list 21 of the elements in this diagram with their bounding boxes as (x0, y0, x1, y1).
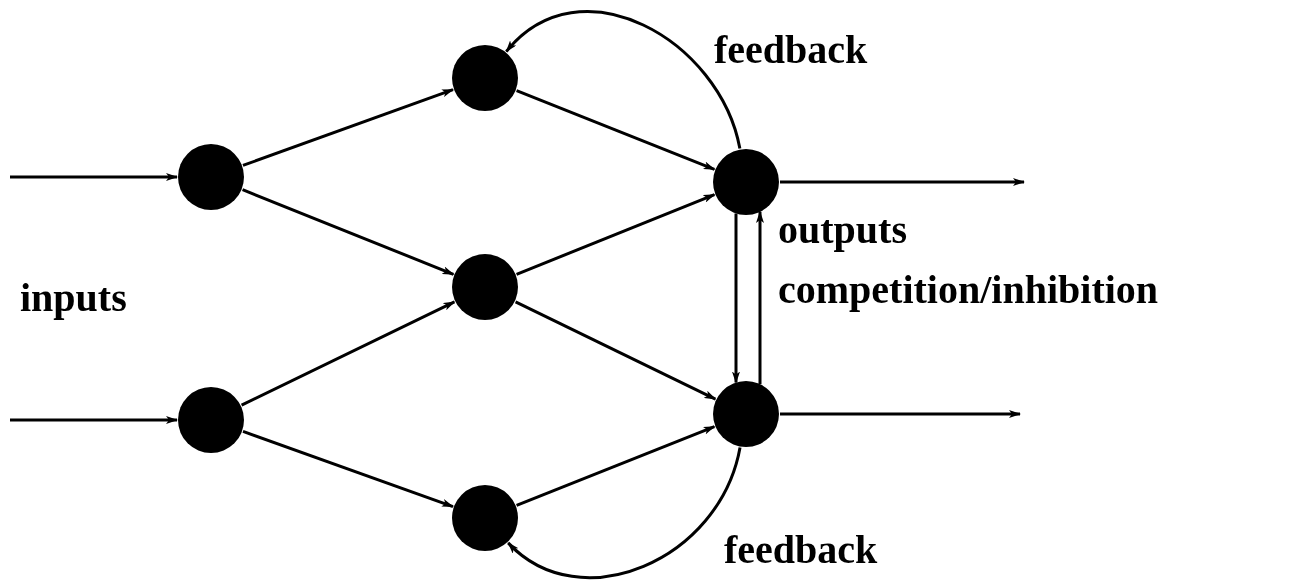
arrow (515, 193, 716, 276)
arrow (10, 416, 178, 424)
arrow (507, 447, 742, 579)
edge-label: feedback (714, 28, 868, 72)
arrow (242, 88, 454, 167)
edge-label: feedback (724, 528, 878, 572)
arrow (732, 213, 740, 384)
arrow (780, 178, 1025, 186)
arrow (516, 89, 716, 171)
arrow (514, 300, 717, 401)
arrow (516, 425, 716, 507)
label: outputs (778, 208, 907, 252)
label: inputs (20, 276, 127, 320)
arrow (242, 430, 454, 508)
arrow (780, 410, 1021, 418)
arrow (505, 10, 742, 149)
arrow (242, 188, 455, 276)
arrow (240, 300, 456, 407)
arrow (10, 173, 178, 181)
arrow (756, 210, 764, 385)
label: competition/inhibition (778, 268, 1159, 312)
